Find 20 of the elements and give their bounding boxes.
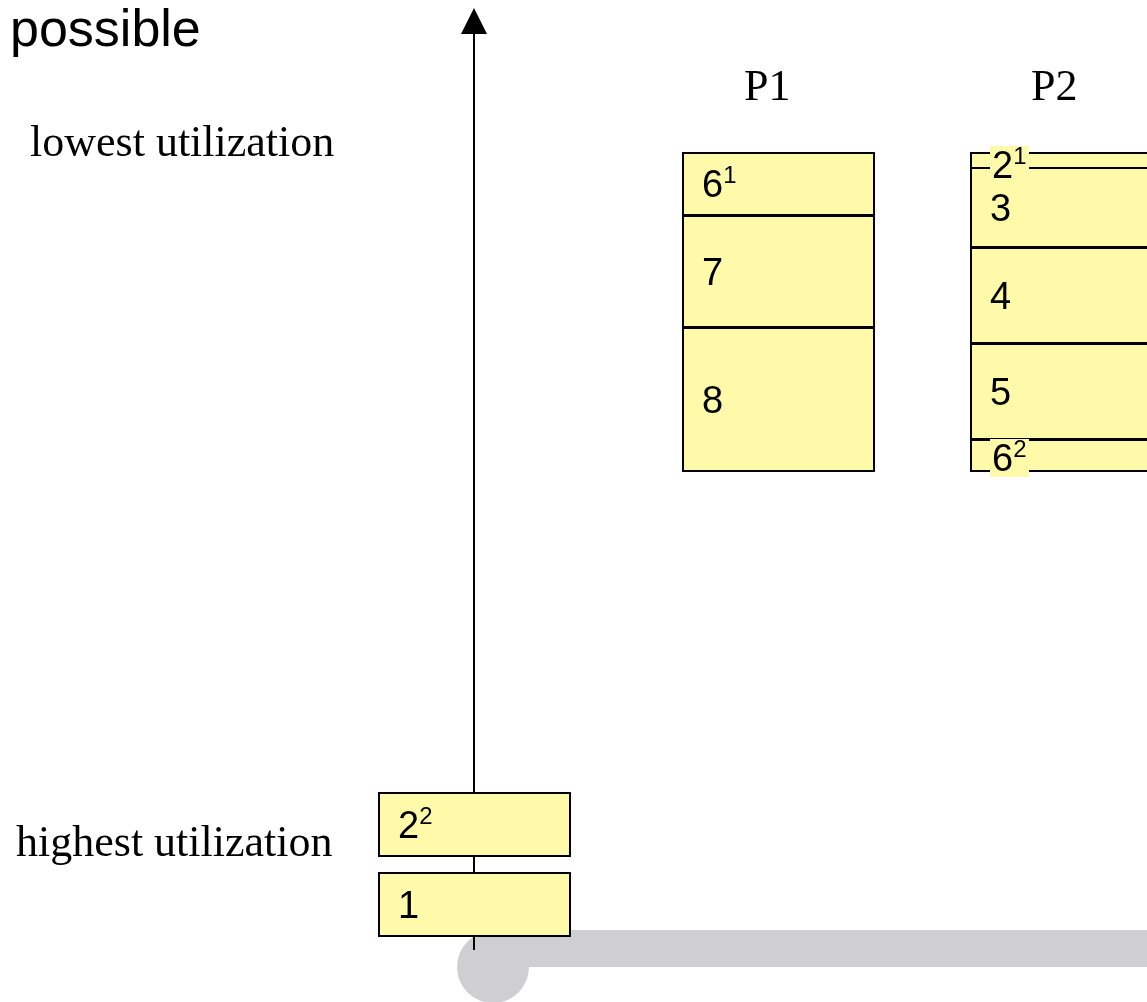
task-segment xyxy=(970,343,1147,440)
column-header: P2 xyxy=(1031,64,1078,108)
axis-label: highest utilization xyxy=(16,820,333,864)
task-number: 4 xyxy=(990,276,1012,315)
column-header: P1 xyxy=(744,64,791,108)
task-number: 3 xyxy=(990,188,1012,227)
task-segment xyxy=(682,215,875,328)
task-segment xyxy=(378,792,571,857)
task-segment xyxy=(970,247,1147,344)
task-segment xyxy=(682,327,875,472)
task-number: 7 xyxy=(702,252,724,291)
task-number: 6$^{1}$ xyxy=(702,165,737,203)
task-number: 1 xyxy=(398,885,420,924)
task-number: 2$^{2}$ xyxy=(398,805,433,844)
task-segment xyxy=(682,152,875,216)
task-number: 5 xyxy=(990,372,1012,411)
task-number: 8 xyxy=(702,380,724,419)
axis-label: lowest utilization xyxy=(30,120,335,164)
task-segment xyxy=(378,872,571,937)
task-number: 6$^{2}$ xyxy=(990,439,1029,477)
